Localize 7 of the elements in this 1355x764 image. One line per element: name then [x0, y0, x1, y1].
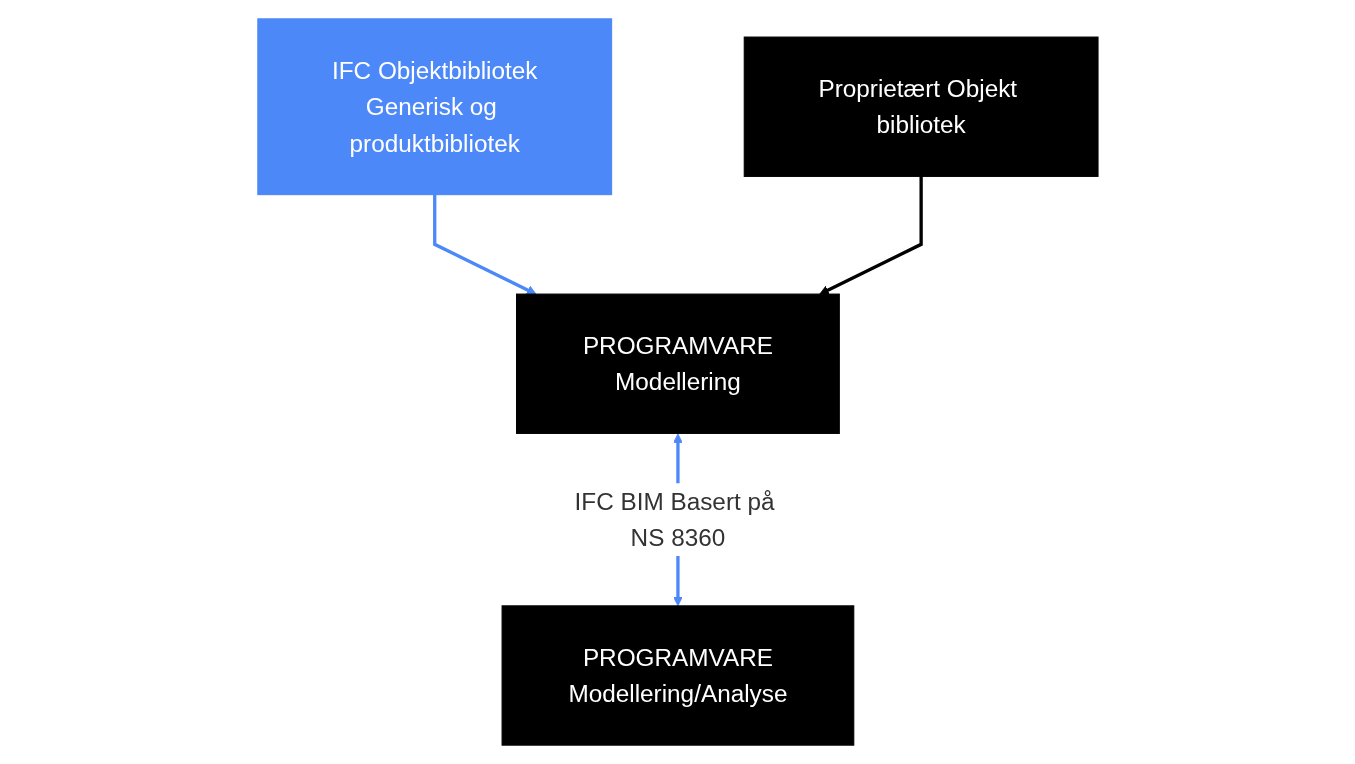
node-box: PROGRAMVARE Modellering/Analyse — [501, 605, 854, 746]
arrow — [818, 176, 923, 295]
edge-label: IFC BIM Basert på NS 8360 — [574, 487, 775, 552]
arrow — [432, 194, 537, 295]
node-box: PROGRAMVARE Modellering — [515, 293, 840, 434]
node-box: IFC Objektbibliotek Generisk og produktbibliotek — [256, 18, 612, 196]
node-box: Proprietært Objekt bibliotek — [743, 36, 1099, 177]
